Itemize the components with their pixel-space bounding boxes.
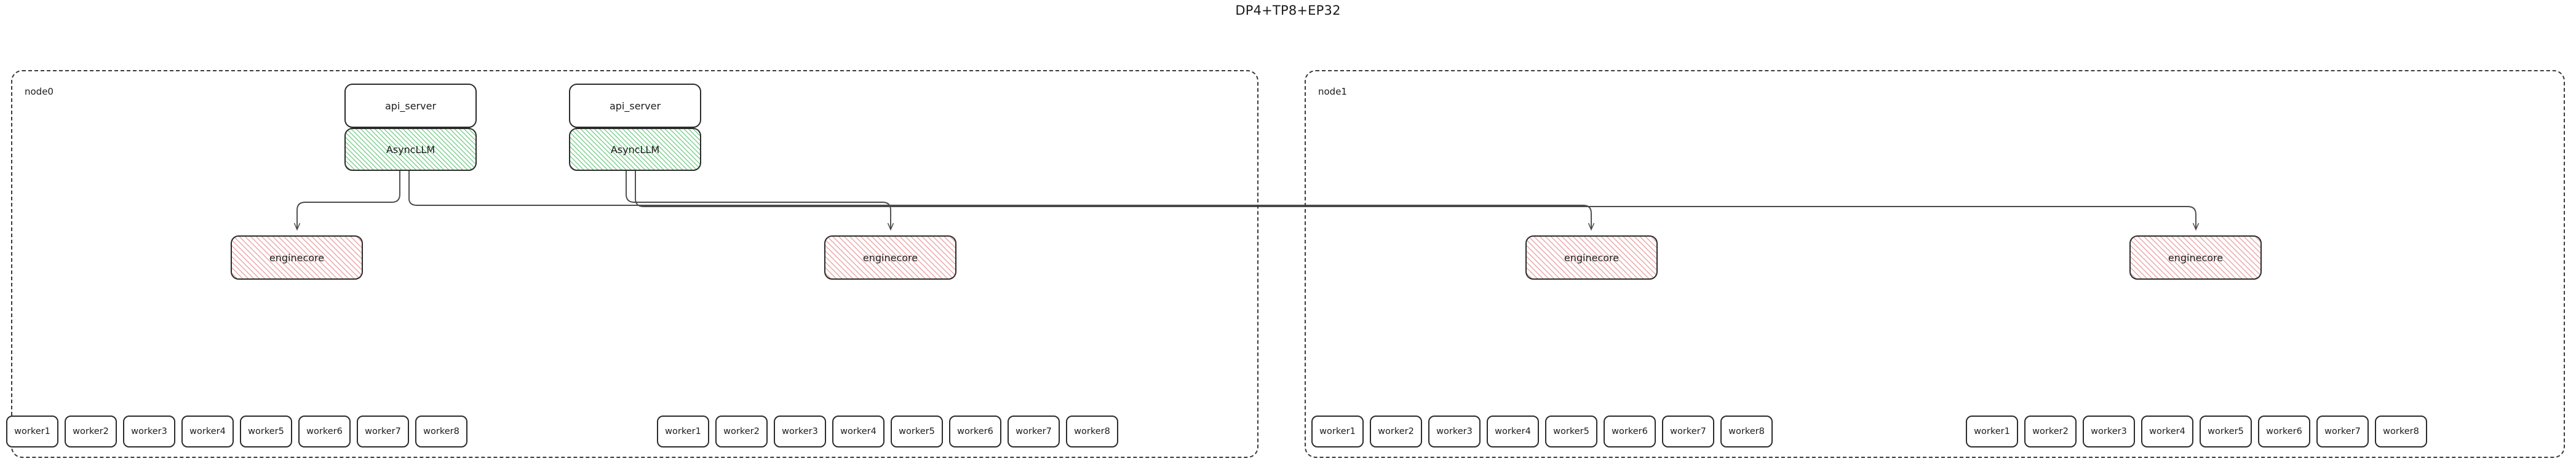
worker-box[interactable]: worker8 <box>1066 416 1118 447</box>
worker-box[interactable]: worker4 <box>181 416 234 447</box>
worker-box[interactable]: worker8 <box>2375 416 2427 447</box>
worker-box[interactable]: worker2 <box>2024 416 2077 447</box>
worker-box[interactable]: worker7 <box>357 416 409 447</box>
api-server-box[interactable]: api_server <box>344 84 477 128</box>
worker-box[interactable]: worker7 <box>1662 416 1714 447</box>
worker-box[interactable]: worker5 <box>2200 416 2252 447</box>
worker-box[interactable]: worker1 <box>657 416 709 447</box>
node-group-label-node0: node0 <box>25 86 54 97</box>
worker-box[interactable]: worker3 <box>1428 416 1481 447</box>
node-group-label-node1: node1 <box>1318 86 1347 97</box>
worker-box[interactable]: worker1 <box>1966 416 2018 447</box>
worker-box[interactable]: worker2 <box>65 416 117 447</box>
worker-box[interactable]: worker6 <box>298 416 351 447</box>
worker-box[interactable]: worker6 <box>2258 416 2310 447</box>
asyncllm-box[interactable]: AsyncLLM <box>569 128 701 171</box>
page-title: DP4+TP8+EP32 <box>1235 3 1341 18</box>
worker-box[interactable]: worker3 <box>123 416 175 447</box>
worker-box[interactable]: worker2 <box>715 416 768 447</box>
api-server-box[interactable]: api_server <box>569 84 701 128</box>
worker-box[interactable]: worker7 <box>2316 416 2369 447</box>
worker-box[interactable]: worker1 <box>1311 416 1364 447</box>
worker-box[interactable]: worker5 <box>891 416 943 447</box>
enginecore-box[interactable]: enginecore <box>824 235 956 280</box>
worker-box[interactable]: worker1 <box>6 416 58 447</box>
node-group-node0 <box>11 70 1258 458</box>
worker-box[interactable]: worker6 <box>1604 416 1656 447</box>
enginecore-box[interactable]: enginecore <box>1525 235 1658 280</box>
enginecore-box[interactable]: enginecore <box>2129 235 2262 280</box>
node-group-node1 <box>1305 70 2565 458</box>
worker-box[interactable]: worker4 <box>1487 416 1539 447</box>
worker-box[interactable]: worker4 <box>832 416 885 447</box>
worker-box[interactable]: worker2 <box>1370 416 1422 447</box>
worker-box[interactable]: worker7 <box>1008 416 1060 447</box>
enginecore-box[interactable]: enginecore <box>231 235 363 280</box>
worker-box[interactable]: worker6 <box>949 416 1001 447</box>
worker-box[interactable]: worker8 <box>415 416 467 447</box>
asyncllm-box[interactable]: AsyncLLM <box>344 128 477 171</box>
worker-box[interactable]: worker3 <box>2083 416 2135 447</box>
worker-box[interactable]: worker4 <box>2141 416 2193 447</box>
worker-box[interactable]: worker3 <box>774 416 826 447</box>
worker-box[interactable]: worker5 <box>240 416 292 447</box>
worker-box[interactable]: worker8 <box>1720 416 1773 447</box>
worker-box[interactable]: worker5 <box>1545 416 1597 447</box>
